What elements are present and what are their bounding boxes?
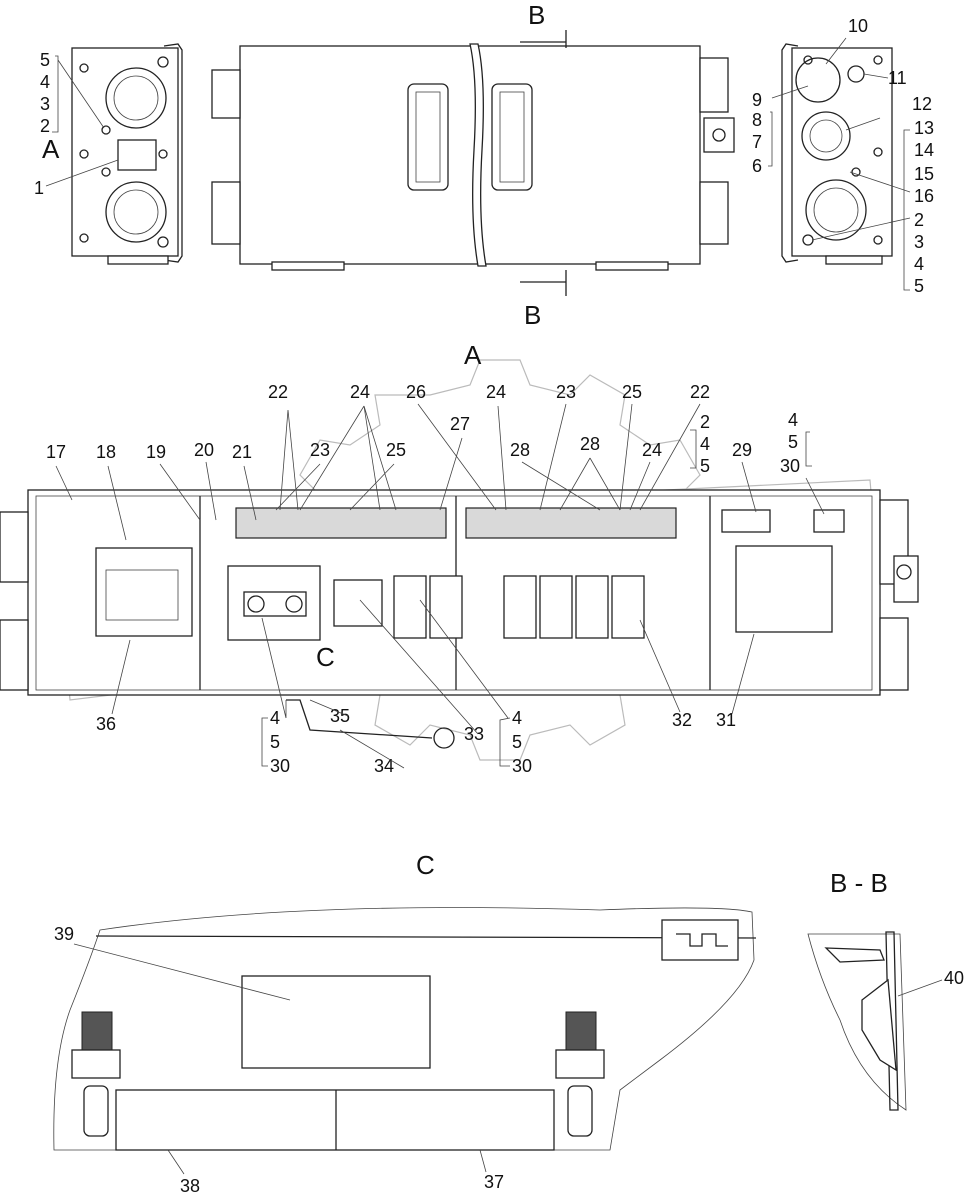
callout: 10 [848,16,868,36]
callout: 24 [642,440,662,460]
callout: 6 [752,156,762,176]
section-marker-b-bottom: B [524,300,541,330]
callout: 23 [310,440,330,460]
side-view: B B [211,0,735,330]
left-end-callouts: 5 4 3 2 1 A [34,50,119,198]
callout: 2 [700,412,710,432]
callout: 24 [350,382,370,402]
callout: 19 [146,442,166,462]
callout: 4 [40,72,50,92]
callout: 12 [912,94,932,114]
callout: 20 [194,440,214,460]
callout: 5 [700,456,710,476]
callout: 3 [914,232,924,252]
callout: 2 [40,116,50,136]
callout: 4 [700,434,710,454]
callout: 15 [914,164,934,184]
section-title-a: A [464,340,482,370]
callout: 32 [672,710,692,730]
callout: 23 [556,382,576,402]
callout: 39 [54,924,74,944]
view-bb [807,931,907,1111]
callout: 27 [450,414,470,434]
callout: 5 [40,50,50,70]
callout: 7 [752,132,762,152]
callout: 4 [270,708,280,728]
callout: 24 [486,382,506,402]
callout: 17 [46,442,66,462]
callout: 36 [96,714,116,734]
callout: 29 [732,440,752,460]
callout: 25 [386,440,406,460]
callout: 18 [96,442,116,462]
view-marker-c: C [316,642,335,672]
callout: 8 [752,110,762,130]
callout: 33 [464,724,484,744]
callout: 5 [914,276,924,296]
callout: 30 [270,756,290,776]
callout: 9 [752,90,762,110]
callout: 5 [512,732,522,752]
callout: 14 [914,140,934,160]
callout: 25 [622,382,642,402]
callout: 34 [374,756,394,776]
callout: 3 [40,94,50,114]
callout: 16 [914,186,934,206]
callout: 28 [580,434,600,454]
callout: 5 [270,732,280,752]
callout: 26 [406,382,426,402]
callout: 21 [232,442,252,462]
callout: 13 [914,118,934,138]
callout: 4 [788,410,798,430]
section-title-c: C [416,850,435,880]
left-end-view [71,43,183,265]
callout: 22 [690,382,710,402]
callout: 2 [914,210,924,230]
right-end-view [781,43,893,265]
view-a-assembly [0,489,919,749]
callout: 4 [914,254,924,274]
callout: 31 [716,710,736,730]
callout: 40 [944,968,964,988]
callout: 38 [180,1176,200,1196]
callout: 30 [780,456,800,476]
callout: 4 [512,708,522,728]
callout: 35 [330,706,350,726]
section-marker-b-top: B [528,0,545,30]
callout: 5 [788,432,798,452]
right-end-callouts: 10 11 9 8 7 6 12 13 14 15 16 2 3 4 5 [752,16,934,296]
callout: 1 [34,178,44,198]
section-title-bb: B - B [830,868,888,898]
view-label-a: A [42,134,60,164]
callout: 11 [888,68,907,88]
callout: 28 [510,440,530,460]
callout: 37 [484,1172,504,1192]
view-a-callouts: 22 24 26 24 23 25 22 27 23 25 28 28 24 1… [46,382,825,776]
callout: 30 [512,756,532,776]
view-c-callouts: 39 38 37 [54,924,504,1196]
callout: 22 [268,382,288,402]
view-c [53,907,757,1151]
view-bb-callouts: 40 [897,968,964,997]
